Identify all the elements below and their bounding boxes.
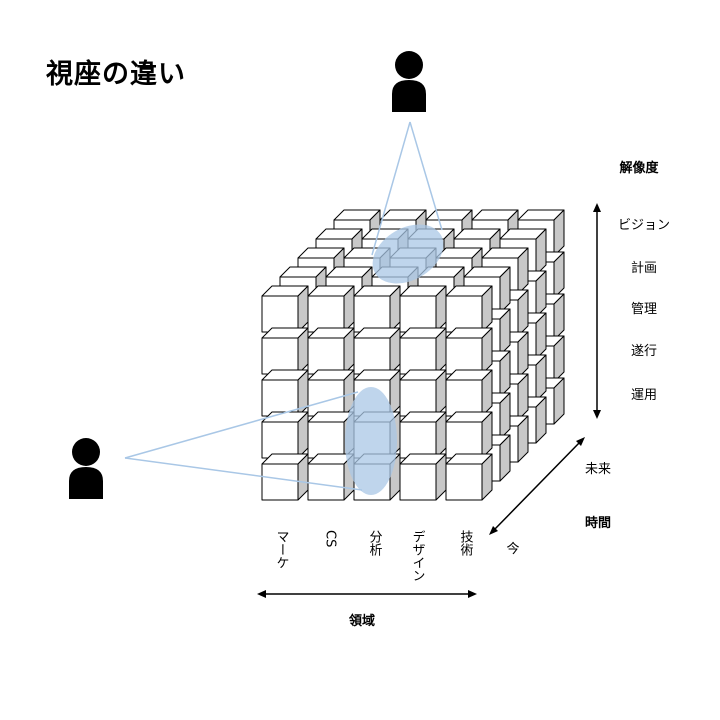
cube-cell — [261, 411, 309, 459]
top-view-focus-area — [372, 224, 444, 284]
side-viewer-sightline — [124, 391, 363, 491]
cube-cell — [399, 453, 447, 501]
cube-cell — [445, 327, 493, 375]
time-future-label: 未来 — [585, 462, 611, 477]
page-title: 視座の違い — [46, 59, 186, 90]
time-now-label: 今 — [506, 541, 519, 557]
time-axis-label: 時間 — [585, 515, 611, 531]
domain-axis: 領域 マーケ CS 分析 デザイン 技術 — [257, 530, 477, 629]
cube-cell — [261, 369, 309, 417]
cube-cell — [261, 453, 309, 501]
domain-column-label: CS — [323, 530, 338, 547]
resolution-level: 計画 — [631, 260, 657, 276]
person-icon — [69, 438, 103, 499]
cube-cell — [399, 411, 447, 459]
cube-cell — [353, 327, 401, 375]
cube-cell — [399, 369, 447, 417]
cube-cell — [445, 285, 493, 333]
cube-cell — [399, 327, 447, 375]
top-viewer-sightline — [371, 121, 443, 256]
resolution-axis-label: 解像度 — [618, 160, 659, 176]
cube-cell — [307, 285, 355, 333]
resolution-level: 遂行 — [631, 344, 657, 359]
domain-axis-label: 領域 — [349, 613, 375, 629]
cube-cell — [307, 327, 355, 375]
domain-column-label: 分析 — [367, 530, 383, 556]
cube-cell — [445, 453, 493, 501]
domain-column-label: 技術 — [458, 530, 474, 557]
cube-cell — [445, 411, 493, 459]
resolution-level: 運用 — [631, 388, 657, 403]
cube-cell — [261, 285, 309, 333]
resolution-level: ビジョン — [618, 218, 670, 233]
domain-column-label: デザイン — [410, 530, 426, 582]
cube-cell — [307, 369, 355, 417]
time-axis: 未来 時間 今 — [489, 437, 611, 557]
resolution-axis: 解像度 ビジョン 計画 管理 遂行 運用 — [593, 160, 670, 419]
domain-column-label: マーケ — [274, 530, 289, 569]
cube-cell — [399, 285, 447, 333]
cube-cell — [445, 369, 493, 417]
cube-cell — [261, 327, 309, 375]
person-icon — [392, 51, 426, 112]
side-view-focus-area — [345, 387, 397, 495]
resolution-level: 管理 — [631, 302, 657, 317]
cube-cell — [353, 285, 401, 333]
